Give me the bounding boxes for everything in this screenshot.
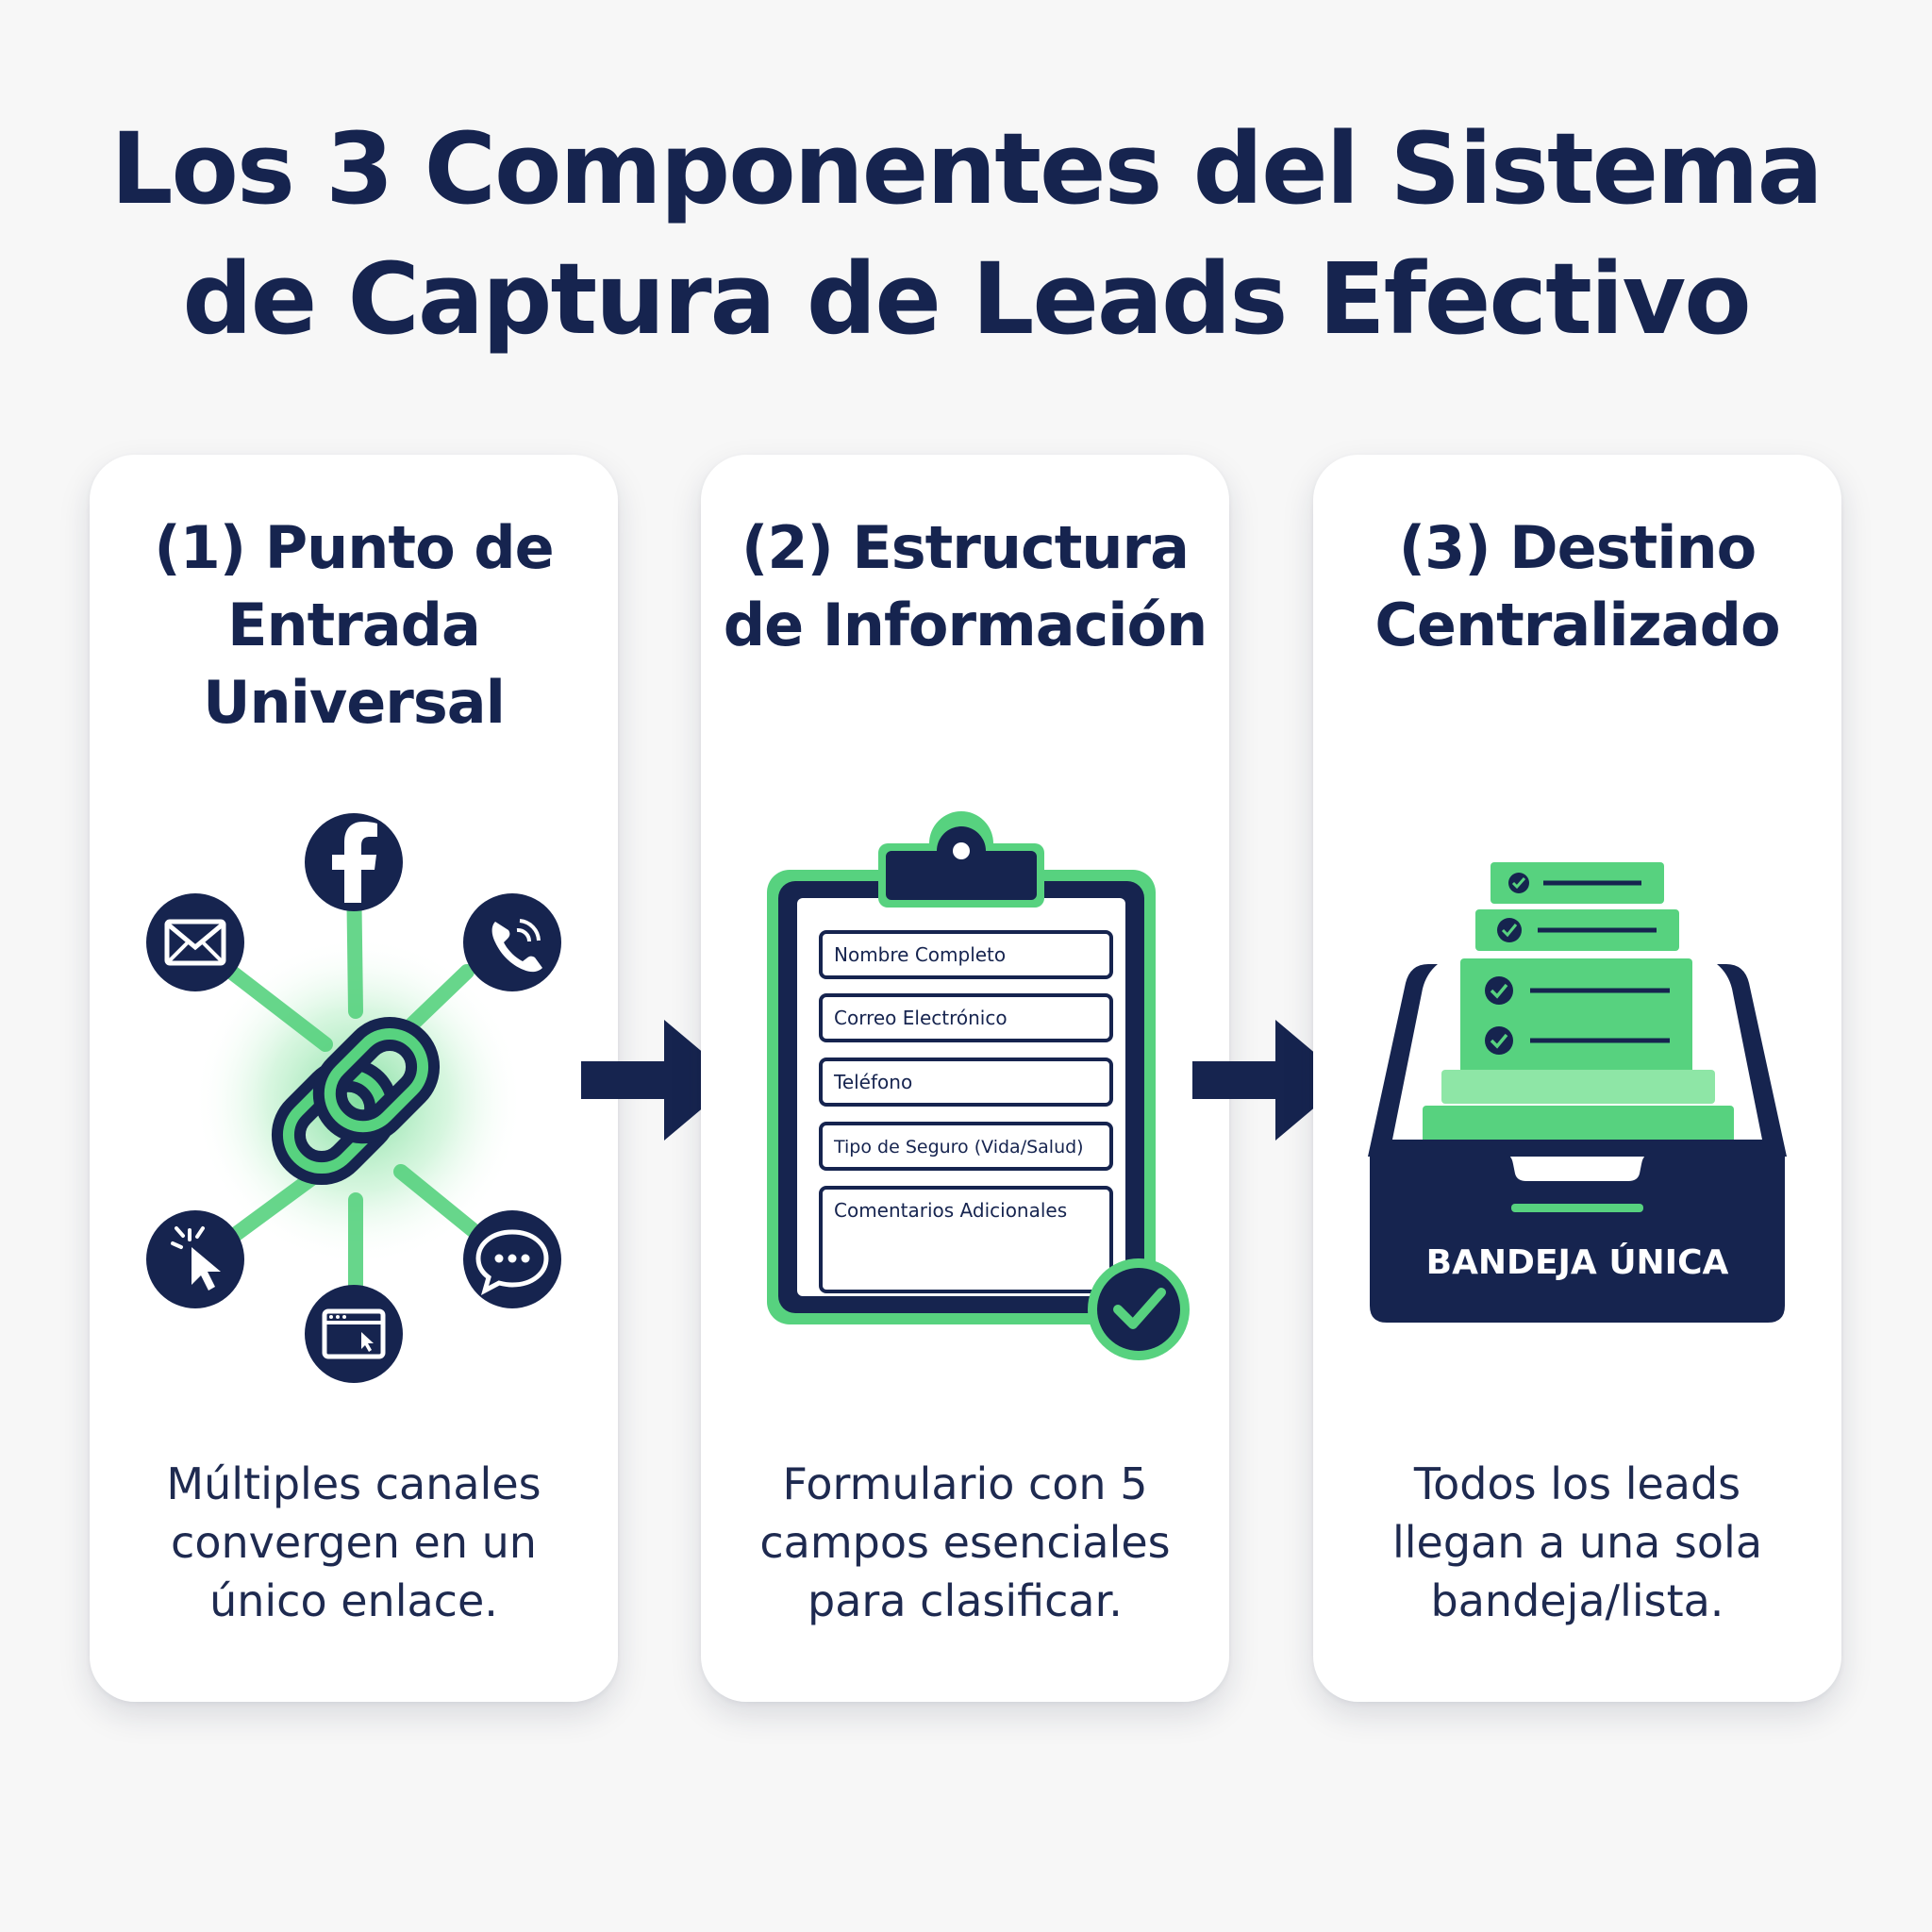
link-glow — [193, 936, 524, 1266]
page-title-line-2: de Captura de Leads Efectivo — [182, 242, 1751, 357]
card-description: Múltiples canales convergen en un único … — [90, 1455, 618, 1630]
card-desc-line: único enlace. — [209, 1575, 498, 1626]
page-title: Los 3 Componentes del Sistema de Captura… — [0, 104, 1932, 364]
form-field-name — [819, 930, 1113, 979]
card-title: (2) Estructura de Información — [701, 509, 1229, 664]
facebook-icon — [305, 813, 403, 911]
inbox-diagram: BANDEJA ÚNICA — [1368, 862, 1787, 1323]
form-field-label: Teléfono — [833, 1071, 912, 1093]
arrow-right-icon — [581, 1020, 736, 1141]
card-entry-point: (1) Punto de Entrada Universal Múltiples… — [90, 455, 618, 1702]
card-description: Formulario con 5 campos esenciales para … — [701, 1455, 1229, 1630]
form-fields — [819, 930, 1113, 1293]
phone-icon — [463, 893, 561, 991]
cursor-click-icon — [146, 1210, 244, 1308]
card-desc-line: llegan a una sola — [1391, 1517, 1763, 1568]
card-description: Todos los leads llegan a una sola bandej… — [1313, 1455, 1841, 1630]
form-field-label: Comentarios Adicionales — [834, 1199, 1067, 1222]
check-circle-icon — [1508, 873, 1529, 893]
card-title-line: Universal — [203, 668, 506, 737]
card-title-line: Entrada — [227, 591, 481, 659]
lead-cards-stack — [1423, 862, 1734, 1143]
channels-diagram — [146, 813, 561, 1383]
card-title: (3) Destino Centralizado — [1313, 509, 1841, 664]
card-desc-line: bandeja/lista. — [1430, 1575, 1724, 1626]
card-title-line: (1) Punto de — [154, 513, 554, 582]
form-field-label: Correo Electrónico — [834, 1007, 1008, 1029]
arrow-right-icon — [1192, 1020, 1347, 1141]
form-field-label: Nombre Completo — [834, 943, 1006, 966]
chat-icon — [463, 1210, 561, 1308]
link-icon — [271, 1016, 441, 1186]
form-diagram: Nombre Completo Correo Electrónico Teléf… — [767, 811, 1190, 1360]
card-title-line: de Información — [723, 591, 1208, 659]
form-field-insurance-type — [819, 1122, 1113, 1171]
form-field-comments — [819, 1186, 1113, 1293]
inbox-tray-icon — [1368, 964, 1787, 1323]
card-title: (1) Punto de Entrada Universal — [90, 509, 618, 741]
card-title-line: Centralizado — [1374, 591, 1780, 659]
form-field-phone — [819, 1058, 1113, 1107]
email-icon — [146, 893, 244, 991]
card-title-line: (2) Estructura — [741, 513, 1190, 582]
card-desc-line: campos esenciales — [759, 1517, 1171, 1568]
form-field-label: Tipo de Seguro (Vida/Salud) — [833, 1137, 1084, 1158]
check-circle-icon — [1497, 918, 1522, 942]
browser-icon — [305, 1285, 403, 1383]
check-circle-icon — [1485, 1026, 1513, 1055]
card-desc-line: Múltiples canales — [166, 1458, 541, 1509]
card-desc-line: Todos los leads — [1413, 1458, 1741, 1509]
card-desc-line: para clasificar. — [808, 1575, 1123, 1626]
card-desc-line: Formulario con 5 — [782, 1458, 1148, 1509]
card-centralized-destination: BANDEJA ÚNICA (3) Destino Centralizado T… — [1313, 455, 1841, 1702]
check-circle-icon — [1485, 976, 1513, 1005]
page-title-line-1: Los 3 Componentes del Sistema — [110, 111, 1824, 226]
tray-label: BANDEJA ÚNICA — [1426, 1242, 1729, 1282]
form-field-email — [819, 993, 1113, 1042]
checkmark-icon — [1088, 1258, 1190, 1360]
card-information-structure: Nombre Completo Correo Electrónico Teléf… — [701, 455, 1229, 1702]
card-desc-line: convergen en un — [171, 1517, 537, 1568]
card-title-line: (3) Destino — [1398, 513, 1757, 582]
